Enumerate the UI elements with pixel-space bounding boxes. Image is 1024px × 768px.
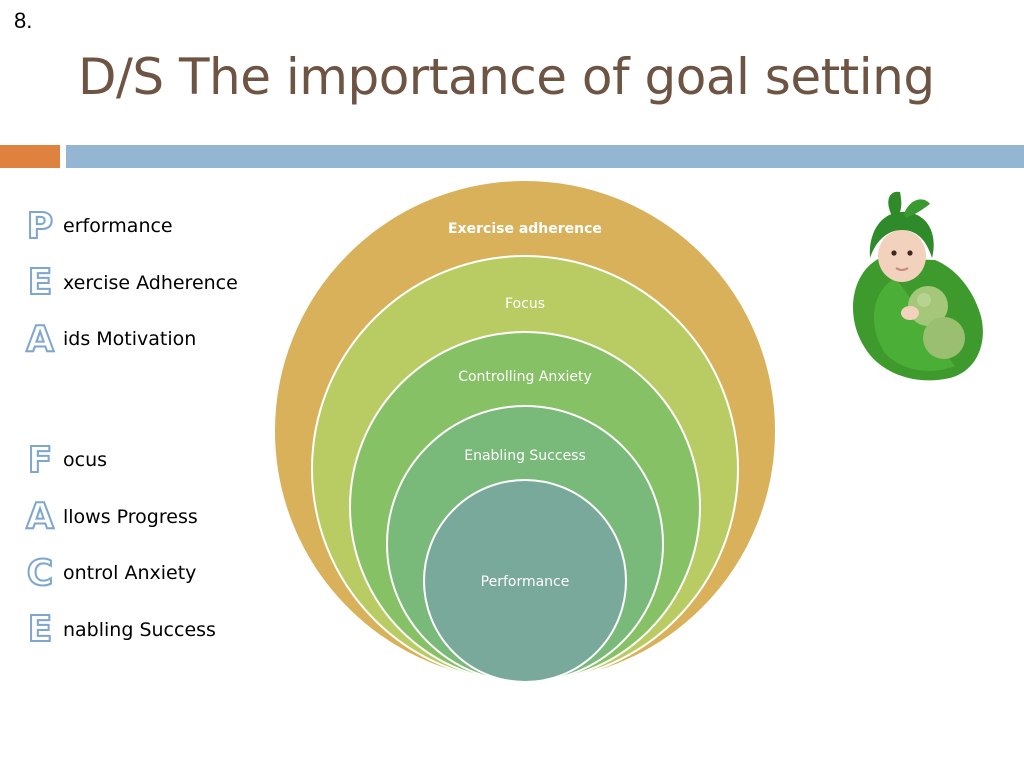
acronym-letter: C	[26, 552, 54, 595]
acronym-item: A llows Progress	[25, 489, 216, 546]
acronym-letter: E	[27, 261, 54, 304]
layer-label-enabling-success: Enabling Success	[464, 448, 586, 464]
acronym-text: ontrol Anxiety	[63, 562, 197, 585]
layer-label-performance: Performance	[481, 574, 570, 590]
acronym-text: xercise Adherence	[63, 271, 238, 294]
acronym-item: E nabling Success	[26, 602, 216, 659]
acronym-item: E xercise Adherence	[26, 255, 238, 312]
accent-bar-blue	[66, 145, 1024, 168]
acronym-list-pea: P erformance E xercise Adherence A ids M…	[25, 198, 238, 368]
acronym-text: llows Progress	[63, 505, 198, 528]
nested-circle-diagram: Exercise adherence Focus Controlling Anx…	[273, 179, 777, 683]
layer-label-focus: Focus	[505, 296, 545, 312]
acronym-item: P erformance	[26, 198, 238, 255]
acronym-item: F ocus	[26, 432, 216, 489]
acronym-list-face: F ocus A llows Progress C ontrol Anxiety…	[25, 432, 216, 659]
acronym-text: nabling Success	[63, 618, 216, 641]
layer-label-exercise-adherence: Exercise adherence	[448, 221, 602, 237]
slide-title: D/S The importance of goal setting	[78, 48, 935, 106]
acronym-letter: P	[26, 205, 54, 248]
peapod-baby-icon	[853, 191, 983, 381]
acronym-letter: E	[27, 608, 54, 651]
acronym-letter: A	[25, 495, 55, 538]
acronym-item: A ids Motivation	[25, 311, 238, 368]
acronym-letter: F	[27, 439, 54, 482]
acronym-text: ids Motivation	[63, 328, 197, 351]
layer-circle-performance	[423, 479, 627, 683]
acronym-text: erformance	[63, 215, 173, 238]
acronym-text: ocus	[63, 449, 108, 472]
acronym-letter: A	[25, 318, 55, 361]
acronym-item: C ontrol Anxiety	[26, 545, 216, 602]
accent-bar-orange	[0, 145, 60, 168]
layer-label-controlling-anxiety: Controlling Anxiety	[458, 369, 592, 385]
slide-number: 8.	[14, 8, 33, 33]
